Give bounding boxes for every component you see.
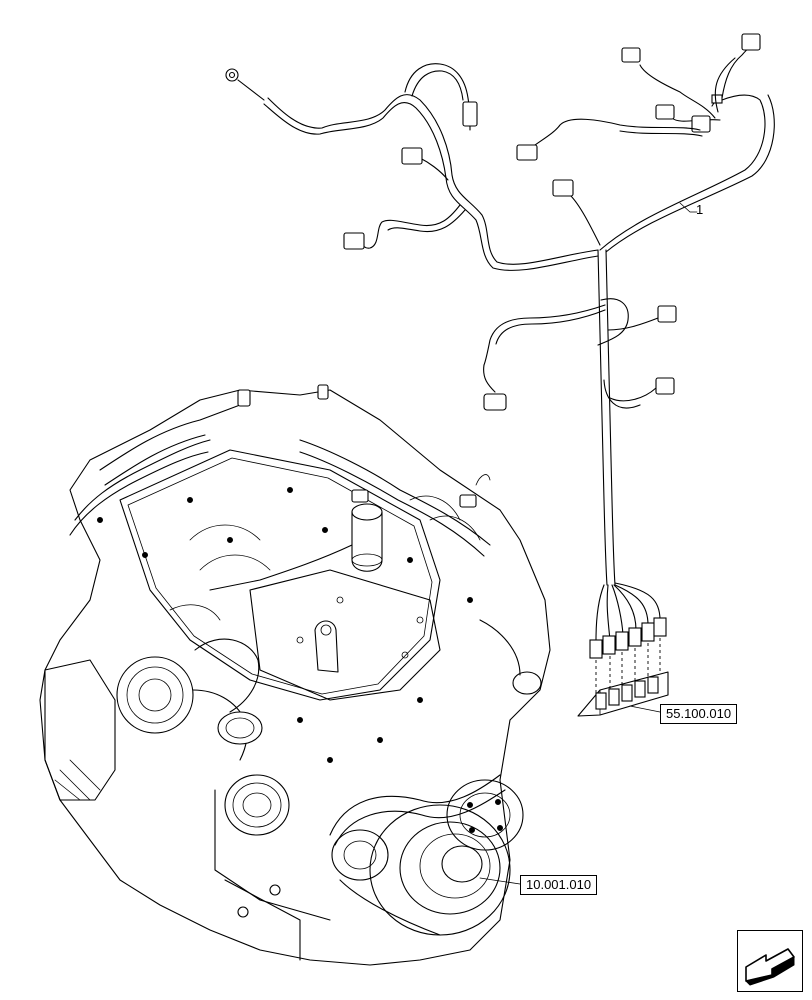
item-number-label: 1 — [696, 202, 704, 217]
back-navigation-button[interactable] — [737, 930, 803, 992]
reference-callout-engine[interactable]: 10.001.010 — [520, 875, 598, 895]
arrow-back-icon — [745, 948, 795, 986]
reference-callout-connector-panel[interactable]: 55.100.010 — [660, 704, 738, 724]
wiring-harness — [225, 33, 775, 885]
engine-assembly — [39, 384, 551, 966]
